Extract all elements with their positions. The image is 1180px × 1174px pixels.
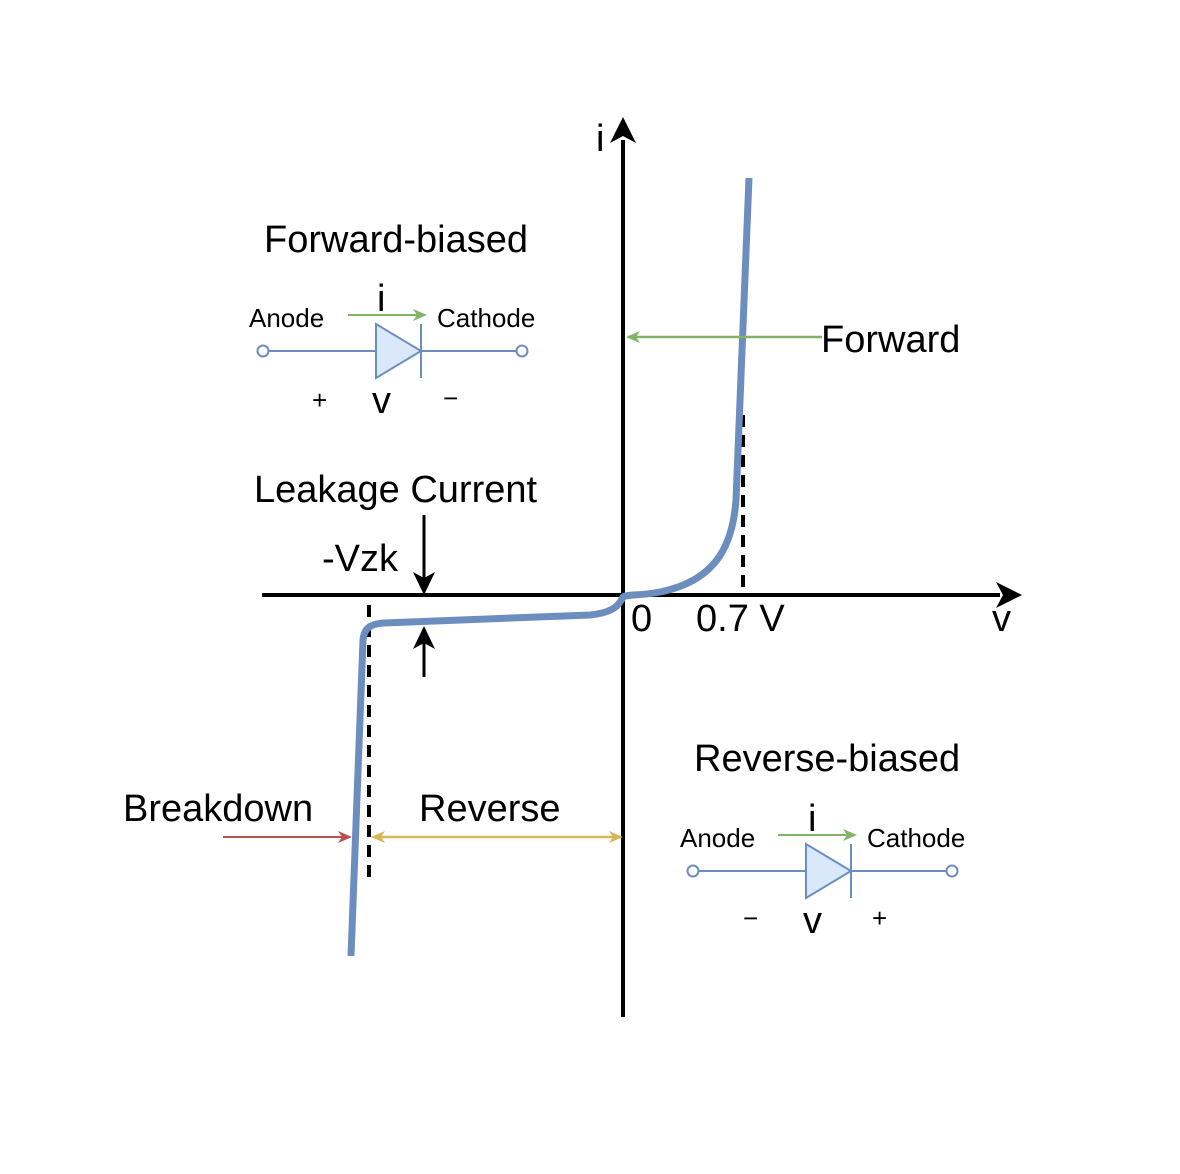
knee-voltage-label: 0.7 V: [696, 598, 785, 640]
iv-curve: [347, 177, 753, 957]
reverse-plus-sign: +: [872, 903, 887, 933]
forward-voltage-label: v: [372, 380, 391, 422]
leakage-up-arrow-icon: [413, 626, 435, 649]
forward-cathode-terminal: [515, 344, 529, 358]
forward-diode-icon: [375, 322, 423, 380]
y-axis-label: i: [596, 118, 604, 160]
leakage-down-arrow-icon: [413, 572, 435, 595]
reverse-region-label: Reverse: [419, 788, 561, 830]
reverse-biased-title: Reverse-biased: [694, 738, 960, 780]
vzk-label: -Vzk: [322, 538, 399, 580]
reverse-minus-sign: −: [743, 903, 758, 933]
leakage-current-label: Leakage Current: [254, 469, 538, 511]
forward-anode-label: Anode: [249, 303, 324, 333]
x-axis-label: v: [992, 598, 1011, 640]
reverse-diode-icon: [805, 842, 853, 900]
reverse-biased-inset: Reverse-biased Anode Cathode i − v +: [680, 738, 965, 942]
forward-minus-sign: −: [443, 383, 458, 413]
breakdown-region-label: Breakdown: [123, 788, 313, 830]
reverse-anode-terminal: [686, 864, 700, 878]
reverse-cathode-terminal: [945, 864, 959, 878]
forward-current-label: i: [377, 278, 385, 320]
reverse-anode-label: Anode: [680, 823, 755, 853]
forward-cathode-label: Cathode: [437, 303, 535, 333]
y-axis-arrow-icon: [610, 117, 636, 143]
origin-label: 0: [631, 598, 652, 640]
forward-region-label: Forward: [821, 319, 960, 361]
reverse-cathode-label: Cathode: [867, 823, 965, 853]
forward-plus-sign: +: [312, 385, 327, 415]
reverse-current-label: i: [808, 798, 816, 840]
x-axis-arrow-icon: [996, 582, 1022, 608]
forward-anode-terminal: [256, 344, 270, 358]
forward-biased-inset: Forward-biased Anode Cathode i + v −: [249, 219, 535, 422]
reverse-voltage-label: v: [803, 900, 822, 942]
forward-biased-title: Forward-biased: [264, 219, 528, 261]
